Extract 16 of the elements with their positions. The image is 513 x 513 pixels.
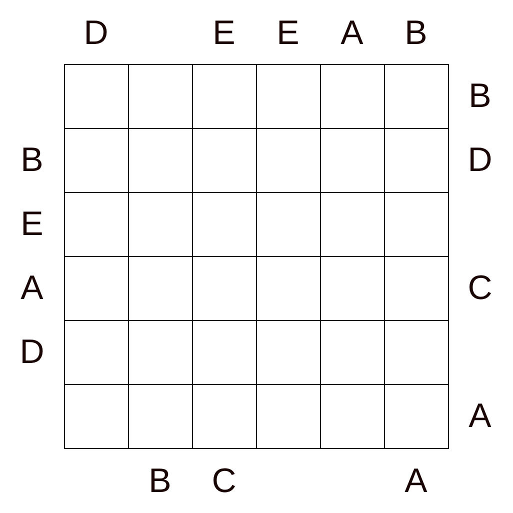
clue-letter: E <box>20 204 44 244</box>
clue-letter: C <box>466 268 494 308</box>
clue-letter: E <box>276 13 300 53</box>
clue-letter: B <box>404 13 428 53</box>
clue-letter: D <box>466 140 494 180</box>
clue-letter: A <box>404 461 428 501</box>
clue-letter: E <box>212 13 236 53</box>
clue-letter: B <box>20 140 44 180</box>
clue-letter: A <box>340 13 364 53</box>
clue-letter: D <box>18 332 46 372</box>
clue-letter: B <box>148 461 172 501</box>
clue-letter: D <box>82 13 110 53</box>
clue-letter: B <box>468 76 492 116</box>
clue-letter: C <box>210 461 238 501</box>
clue-letter: A <box>468 396 492 436</box>
clue-letter: A <box>20 268 44 308</box>
